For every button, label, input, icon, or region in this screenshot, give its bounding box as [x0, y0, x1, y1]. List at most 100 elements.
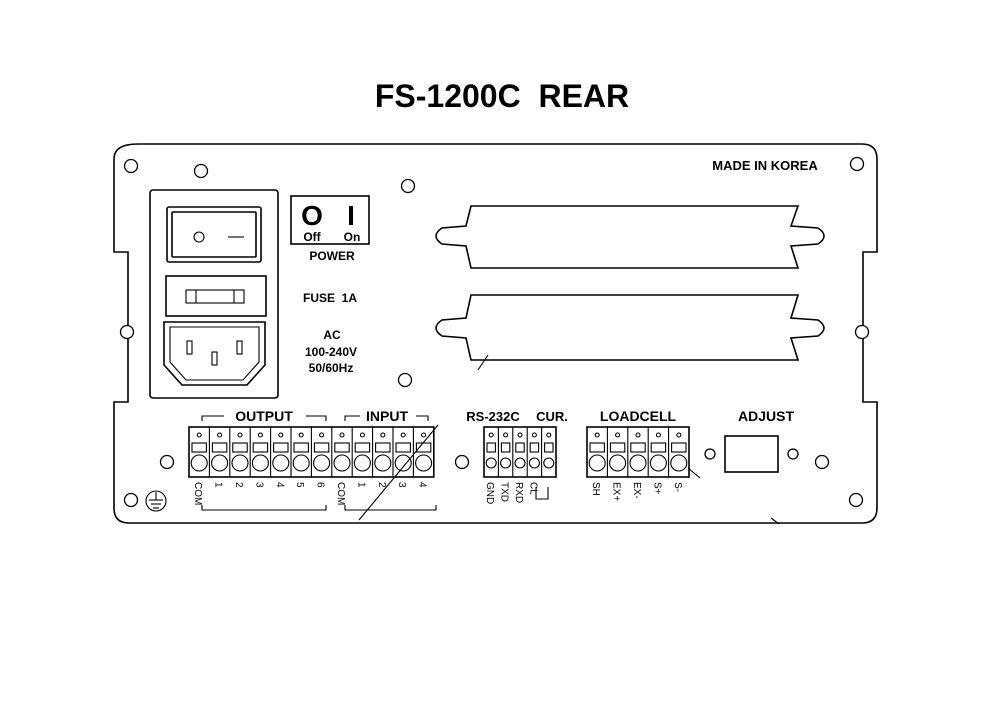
io-terminal-release-dot	[421, 432, 427, 438]
io-terminal-label: 1	[213, 482, 224, 488]
comm-terminal-release-dot	[531, 432, 537, 438]
adjust-header: ADJUST	[738, 408, 794, 424]
comm-terminal-block-body	[483, 426, 557, 478]
loadcell-terminal-screw-terminal[interactable]	[670, 454, 688, 472]
input-header-group: INPUT	[344, 408, 429, 424]
loadcell-terminal-label: EX-	[631, 482, 642, 499]
io-terminal-label: 3	[396, 482, 407, 488]
io-terminal-wire-slot	[273, 442, 289, 453]
io-terminal-release-dot	[217, 432, 223, 438]
io-terminal-screw-terminal[interactable]	[272, 454, 290, 472]
power-entry-module	[149, 189, 279, 399]
communication-terminal-block	[483, 426, 557, 478]
io-terminal-screw-terminal[interactable]	[231, 454, 249, 472]
loadcell-terminal-release-dot	[615, 432, 621, 438]
comm-terminal-screw-terminal[interactable]	[514, 457, 526, 469]
mounting-hole	[787, 448, 799, 460]
drafting-stroke	[770, 517, 780, 525]
loadcell-terminal-block-body	[586, 426, 690, 478]
io-terminal-release-dot	[298, 432, 304, 438]
cur-bracket	[535, 487, 549, 500]
mounting-hole	[397, 372, 413, 388]
input-bracket	[344, 505, 437, 511]
io-terminal-screw-terminal[interactable]	[292, 454, 310, 472]
input-header: INPUT	[366, 408, 408, 424]
io-terminal-screw-terminal[interactable]	[374, 454, 392, 472]
drafting-stroke	[687, 467, 701, 479]
io-terminal-label: 1	[355, 482, 366, 488]
rocker-switch-icon	[166, 206, 262, 263]
io-terminal-release-dot	[196, 432, 202, 438]
comm-terminal-wire-slot	[544, 442, 554, 453]
loadcell-terminal-block	[586, 426, 690, 478]
io-terminal-release-dot	[359, 432, 365, 438]
mounting-hole	[848, 492, 864, 508]
ac-frequency-label: 50/60Hz	[309, 361, 354, 375]
mounting-hole	[159, 454, 175, 470]
iec-power-inlet-icon	[163, 321, 266, 386]
comm-terminal-wire-slot	[515, 442, 525, 453]
io-terminal-screw-terminal[interactable]	[211, 454, 229, 472]
power-switch-indicator: O I Off On	[290, 195, 370, 245]
diagram-title: FS-1200C REAR	[375, 78, 629, 114]
power-label: POWER	[309, 249, 355, 263]
io-terminal-release-dot	[237, 432, 243, 438]
output-bracket	[201, 505, 327, 511]
loadcell-terminal-label: EX+	[611, 482, 622, 501]
on-label: On	[344, 230, 361, 244]
mounting-hole	[854, 324, 870, 340]
loadcell-terminal-release-dot	[594, 432, 600, 438]
comm-terminal-screw-terminal[interactable]	[528, 457, 540, 469]
comm-terminal-release-dot	[488, 432, 494, 438]
comm-terminal-screw-terminal[interactable]	[485, 457, 497, 469]
mounting-hole	[454, 454, 470, 470]
on-symbol: I	[347, 200, 355, 231]
io-terminal-wire-slot	[252, 442, 269, 453]
loadcell-terminal-screw-terminal[interactable]	[588, 454, 606, 472]
io-terminal-wire-slot	[313, 442, 330, 453]
adjust-window[interactable]	[724, 435, 779, 473]
comm-terminal-screw-terminal[interactable]	[500, 457, 512, 469]
io-terminal-screw-terminal[interactable]	[415, 454, 433, 472]
earth-ground-icon	[145, 490, 167, 512]
loadcell-terminal-screw-terminal[interactable]	[609, 454, 627, 472]
output-header: OUTPUT	[235, 408, 293, 424]
mounting-hole	[400, 178, 416, 194]
io-terminal-screw-terminal[interactable]	[394, 454, 412, 472]
comm-terminal-screw-terminal[interactable]	[543, 457, 555, 469]
comm-terminal-release-dot	[503, 432, 509, 438]
io-terminal-screw-terminal[interactable]	[190, 454, 208, 472]
output-input-terminal-block	[188, 426, 435, 478]
io-terminal-wire-slot	[415, 442, 432, 453]
io-terminal-release-dot	[339, 432, 345, 438]
mounting-hole	[123, 158, 139, 174]
io-terminal-screw-terminal[interactable]	[313, 454, 331, 472]
loadcell-terminal-label: SH	[590, 482, 601, 496]
io-terminal-label: 6	[315, 482, 326, 488]
loadcell-terminal-screw-terminal[interactable]	[629, 454, 647, 472]
io-terminal-screw-terminal[interactable]	[251, 454, 269, 472]
mounting-hole	[123, 492, 139, 508]
mounting-hole	[849, 156, 865, 172]
io-terminal-wire-slot	[395, 442, 411, 453]
mounting-holes	[119, 156, 870, 508]
mounting-hole	[814, 454, 830, 470]
made-in-label: MADE IN KOREA	[712, 158, 818, 173]
io-terminal-label: 4	[417, 482, 428, 488]
io-terminal-release-dot	[380, 432, 386, 438]
comm-terminal-release-dot	[517, 432, 523, 438]
io-terminal-screw-terminal[interactable]	[353, 454, 371, 472]
loadcell-terminal-screw-terminal[interactable]	[649, 454, 667, 472]
loadcell-terminal-label: S-	[672, 482, 683, 492]
loadcell-terminal-release-dot	[655, 432, 661, 438]
fuse-icon	[165, 275, 267, 317]
io-terminal-wire-slot	[191, 442, 207, 453]
output-header-group: OUTPUT	[201, 408, 327, 424]
io-terminal-wire-slot	[375, 442, 391, 453]
comm-terminal-wire-slot	[486, 442, 496, 453]
io-terminal-wire-slot	[293, 442, 309, 453]
io-terminal-release-dot	[400, 432, 406, 438]
io-terminal-screw-terminal[interactable]	[333, 454, 351, 472]
